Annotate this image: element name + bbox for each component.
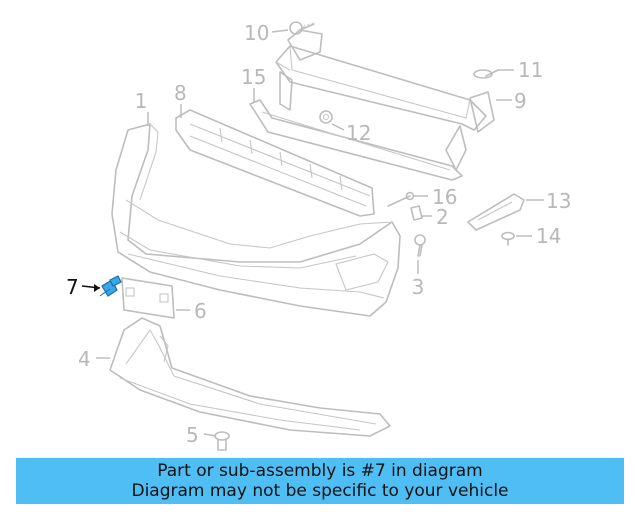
part-3-bolt [414,234,426,257]
leader-12 [331,123,345,131]
callout-15: 15 [241,65,266,89]
part-16-bolt [387,191,415,207]
part-5-screw [214,431,230,451]
part-4-lower-spoiler [109,317,391,437]
part-12-nut [319,110,333,124]
banner-line-2: Diagram may not be specific to your vehi… [131,481,509,501]
part-8-upper-grille [175,109,375,217]
callout-3: 3 [412,275,425,299]
part-2-clip [410,205,423,221]
callout-labels: 1 2 3 4 5 6 7 8 9 10 11 12 13 14 15 16 [66,21,571,447]
callout-16: 16 [432,185,457,209]
leader-10 [271,29,289,33]
part-14-clip [501,231,515,246]
callout-14: 14 [536,224,561,248]
part-13-side-bracket [467,193,525,231]
callout-12: 12 [346,121,371,145]
callout-2: 2 [436,205,449,229]
banner-line-1: Part or sub-assembly is #7 in diagram [157,461,483,481]
callout-6: 6 [194,299,207,323]
callout-5: 5 [186,423,199,447]
callout-10: 10 [244,21,269,45]
part-7-screw-highlighted [99,275,122,297]
callout-9: 9 [514,89,527,113]
leader-5 [203,433,217,437]
leader-7-arrowhead [94,284,100,292]
part-11-clip [473,69,499,79]
callout-11: 11 [518,58,543,82]
part-1-bumper-cover [111,123,401,317]
callout-13: 13 [546,189,571,213]
leader-lines [81,29,544,437]
callout-4: 4 [78,347,91,371]
info-banner: Part or sub-assembly is #7 in diagram Di… [16,458,624,504]
part-9-reinforcement-beam [275,29,495,171]
part-15-absorber [249,99,463,181]
part-10-bolt [289,21,315,35]
part-6-plate-bracket [121,277,175,319]
callout-8: 8 [174,81,187,105]
callout-7: 7 [66,275,79,299]
callout-1: 1 [135,89,148,113]
